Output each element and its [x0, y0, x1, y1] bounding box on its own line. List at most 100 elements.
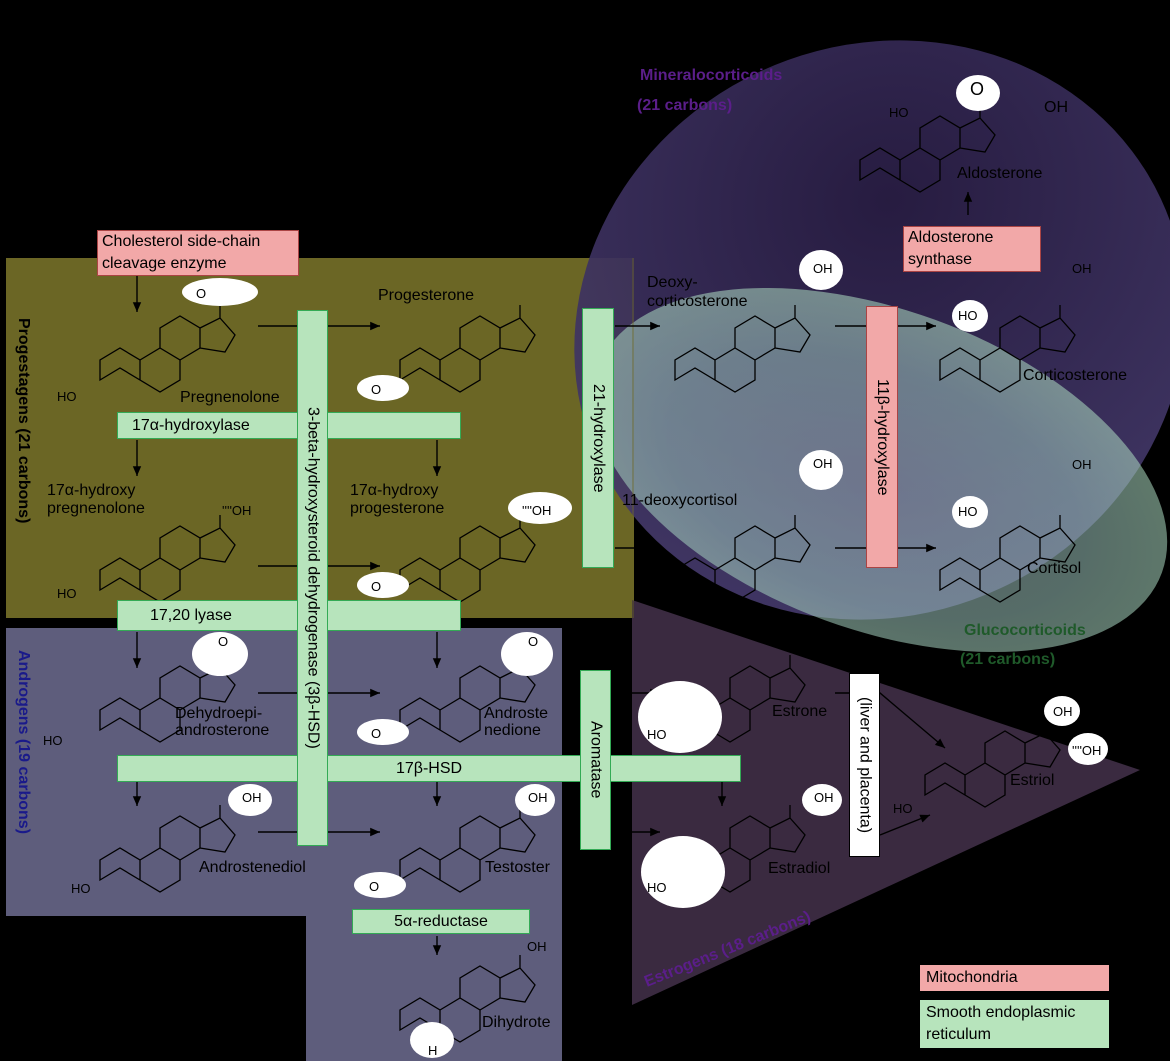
atom-o: O	[218, 634, 229, 649]
pregnenolone-structure	[99, 305, 236, 393]
hydroxypregnenolone-structure	[99, 515, 236, 603]
hydroxylase-21-text: 21-hydroxylase	[590, 383, 607, 493]
aldosterone-structure	[859, 105, 996, 193]
atom-oh: OH	[528, 790, 548, 805]
glucocorticoids-carbons: (21 carbons)	[960, 651, 1056, 668]
atom-o: O	[369, 879, 380, 894]
atom-oh: OH	[242, 790, 262, 805]
atom-o: O	[371, 382, 382, 397]
estrone-label: Estrone	[772, 703, 828, 720]
atom-o: O	[970, 79, 985, 99]
legend-mitochondria: Mitochondria	[920, 965, 1109, 991]
hydroxypregnenolone-label-2: pregnenolone	[47, 500, 145, 517]
estriol-label: Estriol	[1010, 772, 1055, 789]
hydroxyprogesterone-label-1: 17α-hydroxy	[350, 482, 439, 499]
progesterone-structure	[399, 305, 536, 393]
dht-structure	[399, 955, 536, 1043]
androgens-title: Androgens (19 carbons)	[15, 650, 32, 835]
liver-placenta-box: (liver and placenta)	[849, 673, 880, 857]
atom-oh: OH	[814, 790, 834, 805]
atom-o: O	[371, 579, 382, 594]
cortisol-label: Cortisol	[1027, 560, 1082, 577]
hydroxylase-11b-label: 11β-hydroxylase	[866, 306, 898, 568]
pregnenolone-label: Pregnenolone	[180, 389, 280, 406]
estrogen-region	[632, 600, 1140, 1005]
testosterone-label: Testoster	[485, 859, 550, 876]
atom-oh: OH	[1072, 261, 1092, 276]
dhea-structure	[99, 655, 236, 743]
atom-o: O	[196, 286, 207, 301]
glucocorticoids-title: Glucocorticoids	[964, 622, 1086, 639]
deoxycortisol-structure	[674, 515, 811, 603]
atom-ho: HO	[647, 727, 667, 742]
dhea-label-2: androsterone	[175, 722, 270, 739]
estriol-structure	[924, 720, 1061, 808]
hydroxypregnenolone-label-1: 17α-hydroxy	[47, 482, 136, 499]
aldosterone-label: Aldosterone	[957, 165, 1043, 182]
reductase-5a-text: 5α-reductase	[394, 912, 488, 930]
atom-hashed-oh: ''''OH	[522, 503, 552, 518]
legend-smooth-er-line-1: Smooth endoplasmic	[926, 1004, 1076, 1021]
atom-ho: HO	[71, 881, 91, 896]
deoxycorticosterone-label-2: corticosterone	[647, 293, 748, 310]
aromatase-text: Aromatase	[587, 721, 605, 799]
reductase-5a-bar: 5α-reductase	[352, 909, 530, 934]
mineralocorticoids-carbons: (21 carbons)	[637, 97, 733, 114]
atom-ho: HO	[43, 733, 63, 748]
atom-oh: OH	[1044, 99, 1068, 116]
atom-ho: HO	[958, 308, 978, 323]
hydroxylase-17a-bar: 17α-hydroxylase	[117, 412, 461, 439]
atom-ho: HO	[958, 504, 978, 519]
scc-enzyme-label: Cholesterol side-chain cleavage enzyme	[97, 230, 299, 276]
atom-ho: HO	[57, 389, 77, 404]
hsd17b-text: 17β-HSD	[395, 759, 463, 777]
hydroxyprogesterone-label-2: progesterone	[350, 500, 445, 517]
mineralocorticoids-title: Mineralocorticoids	[640, 67, 783, 84]
androstenediol-structure	[99, 805, 236, 893]
androstenedione-label-1: Androste	[484, 705, 549, 722]
deoxycorticosterone-structure	[674, 305, 811, 393]
atom-ho: HO	[57, 586, 77, 601]
atom-h: H	[428, 1043, 438, 1058]
atom-ho: HO	[889, 105, 909, 120]
atom-oh: OH	[527, 939, 547, 954]
cortisol-structure	[939, 515, 1076, 603]
hydroxyprogesterone-structure	[399, 515, 536, 603]
aldosterone-synthase-label: Aldosterone synthase	[903, 226, 1041, 272]
androgen-region	[6, 628, 562, 1061]
corticosterone-label: Corticosterone	[1023, 367, 1128, 384]
atom-oh: OH	[1053, 704, 1073, 719]
hydroxylase-21-bar: 21-hydroxylase	[582, 308, 614, 568]
lyase-1720-text: 17,20 lyase	[150, 606, 232, 624]
progestagens-title: Progestagens (21 carbons)	[15, 318, 32, 524]
androstenedione-structure	[399, 655, 536, 743]
atom-hashed-oh: ''''OH	[222, 503, 252, 518]
hydroxylase-11b-text: 11β-hydroxylase	[874, 378, 891, 496]
atom-hashed-oh: ''''OH	[1072, 743, 1102, 758]
atom-ho: HO	[893, 801, 913, 816]
hsd3b-text: 3-beta-hydroxysteroid dehydrogenase (3β-…	[304, 407, 322, 749]
atom-oh: OH	[813, 261, 833, 276]
legend-smooth-er-line-2: reticulum	[926, 1026, 991, 1043]
lyase-1720-bar: 17,20 lyase	[117, 600, 461, 631]
hsd17b-bar: 17β-HSD	[117, 755, 741, 782]
legend-smooth-er: Smooth endoplasmic reticulum	[920, 1000, 1109, 1048]
corticosterone-structure	[939, 305, 1076, 393]
estradiol-label: Estradiol	[768, 860, 831, 877]
aromatase-bar: Aromatase	[580, 670, 611, 850]
hydroxylase-17a-text: 17α-hydroxylase	[132, 416, 250, 434]
atom-oh: OH	[813, 456, 833, 471]
dhea-label-1: Dehydroepi-	[175, 705, 263, 722]
atom-ho: HO	[647, 880, 667, 895]
atom-o: O	[371, 726, 382, 741]
hsd3b-bar: 3-beta-hydroxysteroid dehydrogenase (3β-…	[297, 310, 328, 846]
testosterone-structure	[399, 805, 536, 893]
deoxycorticosterone-label-1: Deoxy-	[647, 274, 698, 291]
atom-oh: OH	[1072, 457, 1092, 472]
androstenediol-label: Androstenediol	[199, 859, 306, 876]
androstenedione-label-2: nedione	[484, 722, 541, 739]
progesterone-label: Progesterone	[378, 287, 475, 304]
deoxycortisol-label: 11-deoxycortisol	[622, 492, 738, 509]
liver-placenta-text: (liver and placenta)	[856, 696, 874, 834]
highlight-ellipses	[182, 75, 1108, 1058]
